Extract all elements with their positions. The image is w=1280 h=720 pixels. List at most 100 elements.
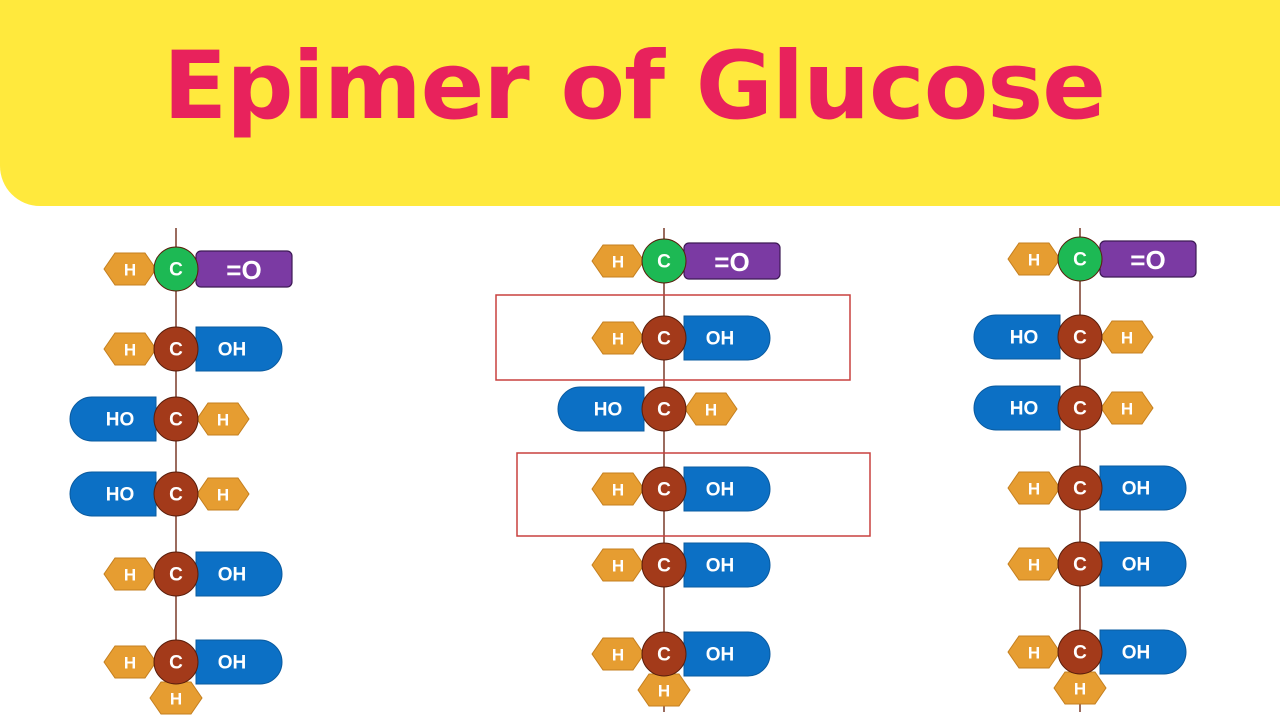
carbonyl-label: =O xyxy=(714,247,749,277)
carbon-shape xyxy=(641,631,687,677)
hydrogen-label: H xyxy=(124,566,136,585)
hydroxyl-label: OH xyxy=(218,653,247,674)
hydrogen-atom: H xyxy=(591,244,645,278)
hydrogen-label: H xyxy=(124,654,136,673)
hydrogen-label: H xyxy=(1028,480,1040,499)
hydrogen-shape xyxy=(196,477,250,511)
carbon-label: C xyxy=(657,556,671,577)
carbon-label: C xyxy=(1073,643,1087,664)
carbon-label: C xyxy=(657,480,671,501)
hydrogen-label: H xyxy=(612,253,624,272)
carbon-shape xyxy=(641,238,687,284)
hydroxyl-shape xyxy=(195,326,283,372)
carbon-label: C xyxy=(1073,555,1087,576)
hydrogen-atom: H xyxy=(1007,242,1061,276)
hydroxyl-shape xyxy=(1099,465,1187,511)
hydrogen-label: H xyxy=(1074,680,1086,699)
hydrogen-label: H xyxy=(658,682,670,701)
carbon-shape xyxy=(153,326,199,372)
hydroxyl-label: HO xyxy=(1010,399,1039,420)
carbon-shape xyxy=(641,466,687,512)
carbon-label: C xyxy=(169,410,183,431)
carbonyl-group: =O xyxy=(683,242,781,280)
hydroxyl-group: OH xyxy=(1099,465,1187,511)
carbon-atom: C xyxy=(1057,236,1103,282)
hydrogen-label: H xyxy=(1028,644,1040,663)
carbon-label: C xyxy=(1073,250,1087,271)
hydroxyl-group: HO xyxy=(557,386,645,432)
hydroxyl-label: HO xyxy=(106,410,135,431)
hydroxyl-group: OH xyxy=(683,631,771,677)
hydrogen-atom: H xyxy=(637,673,691,707)
carbon-shape xyxy=(641,386,687,432)
hydrogen-label: H xyxy=(1121,329,1133,348)
hydroxyl-group: OH xyxy=(195,639,283,685)
hydrogen-atom: H xyxy=(1007,471,1061,505)
carbonyl-group: =O xyxy=(1099,240,1197,278)
hydrogen-atom: H xyxy=(1007,635,1061,669)
carbon-shape xyxy=(153,551,199,597)
carbon-label: C xyxy=(169,340,183,361)
hydroxyl-shape xyxy=(683,631,771,677)
hydroxyl-group: HO xyxy=(69,396,157,442)
carbon-label: C xyxy=(657,252,671,273)
hydroxyl-shape xyxy=(1099,541,1187,587)
hydroxyl-shape xyxy=(973,385,1061,431)
carbon-row: H OH C xyxy=(591,466,771,512)
hydrogen-atom: H xyxy=(591,637,645,671)
carbon-atom: C xyxy=(641,466,687,512)
carbon-row: H=OC xyxy=(103,246,293,292)
hydrogen-atom: H xyxy=(1007,547,1061,581)
carbonyl-label: =O xyxy=(1130,245,1165,275)
hydrogen-label: H xyxy=(1028,556,1040,575)
hydroxyl-label: OH xyxy=(706,480,735,501)
hydroxyl-label: OH xyxy=(1122,555,1151,576)
hydrogen-atom: H xyxy=(591,472,645,506)
hydroxyl-shape xyxy=(69,396,157,442)
hydrogen-atom: H xyxy=(103,645,157,679)
hydrogen-atom: H xyxy=(149,681,203,715)
carbon-shape xyxy=(153,246,199,292)
hydroxyl-group: OH xyxy=(195,551,283,597)
hydroxyl-group: HO xyxy=(69,471,157,517)
carbon-row: H OH C xyxy=(591,542,771,588)
carbon-shape xyxy=(1057,314,1103,360)
hydrogen-label: H xyxy=(170,690,182,709)
carbon-atom: C xyxy=(153,396,199,442)
hydroxyl-group: OH xyxy=(683,315,771,361)
hydroxyl-shape xyxy=(683,315,771,361)
hydroxyl-shape xyxy=(683,466,771,512)
carbon-label: C xyxy=(169,485,183,506)
carbon-shape xyxy=(1057,465,1103,511)
carbonyl-group: =O xyxy=(195,250,293,288)
carbon-atom: C xyxy=(641,631,687,677)
carbon-atom: C xyxy=(153,326,199,372)
carbon-shape xyxy=(641,542,687,588)
hydroxyl-group: HO xyxy=(973,314,1061,360)
hydroxyl-label: HO xyxy=(594,400,623,421)
hydrogen-shape xyxy=(1100,320,1154,354)
carbon-label: C xyxy=(169,260,183,281)
carbon-atom: C xyxy=(153,246,199,292)
hydroxyl-label: OH xyxy=(218,340,247,361)
carbon-atom: C xyxy=(1057,541,1103,587)
carbon-row: H =O C xyxy=(591,238,781,284)
hydroxyl-shape xyxy=(683,542,771,588)
hydrogen-atom: H xyxy=(591,548,645,582)
hydroxyl-label: OH xyxy=(706,556,735,577)
hydroxyl-shape xyxy=(195,639,283,685)
carbon-shape xyxy=(153,471,199,517)
carbon-atom: C xyxy=(1057,314,1103,360)
hydrogen-label: H xyxy=(612,646,624,665)
carbon-row: H OH C xyxy=(103,551,283,597)
hydrogen-shape xyxy=(1100,391,1154,425)
carbon-label: C xyxy=(657,400,671,421)
highlight-box xyxy=(495,294,851,381)
carbon-shape xyxy=(153,396,199,442)
carbon-label: C xyxy=(169,565,183,586)
